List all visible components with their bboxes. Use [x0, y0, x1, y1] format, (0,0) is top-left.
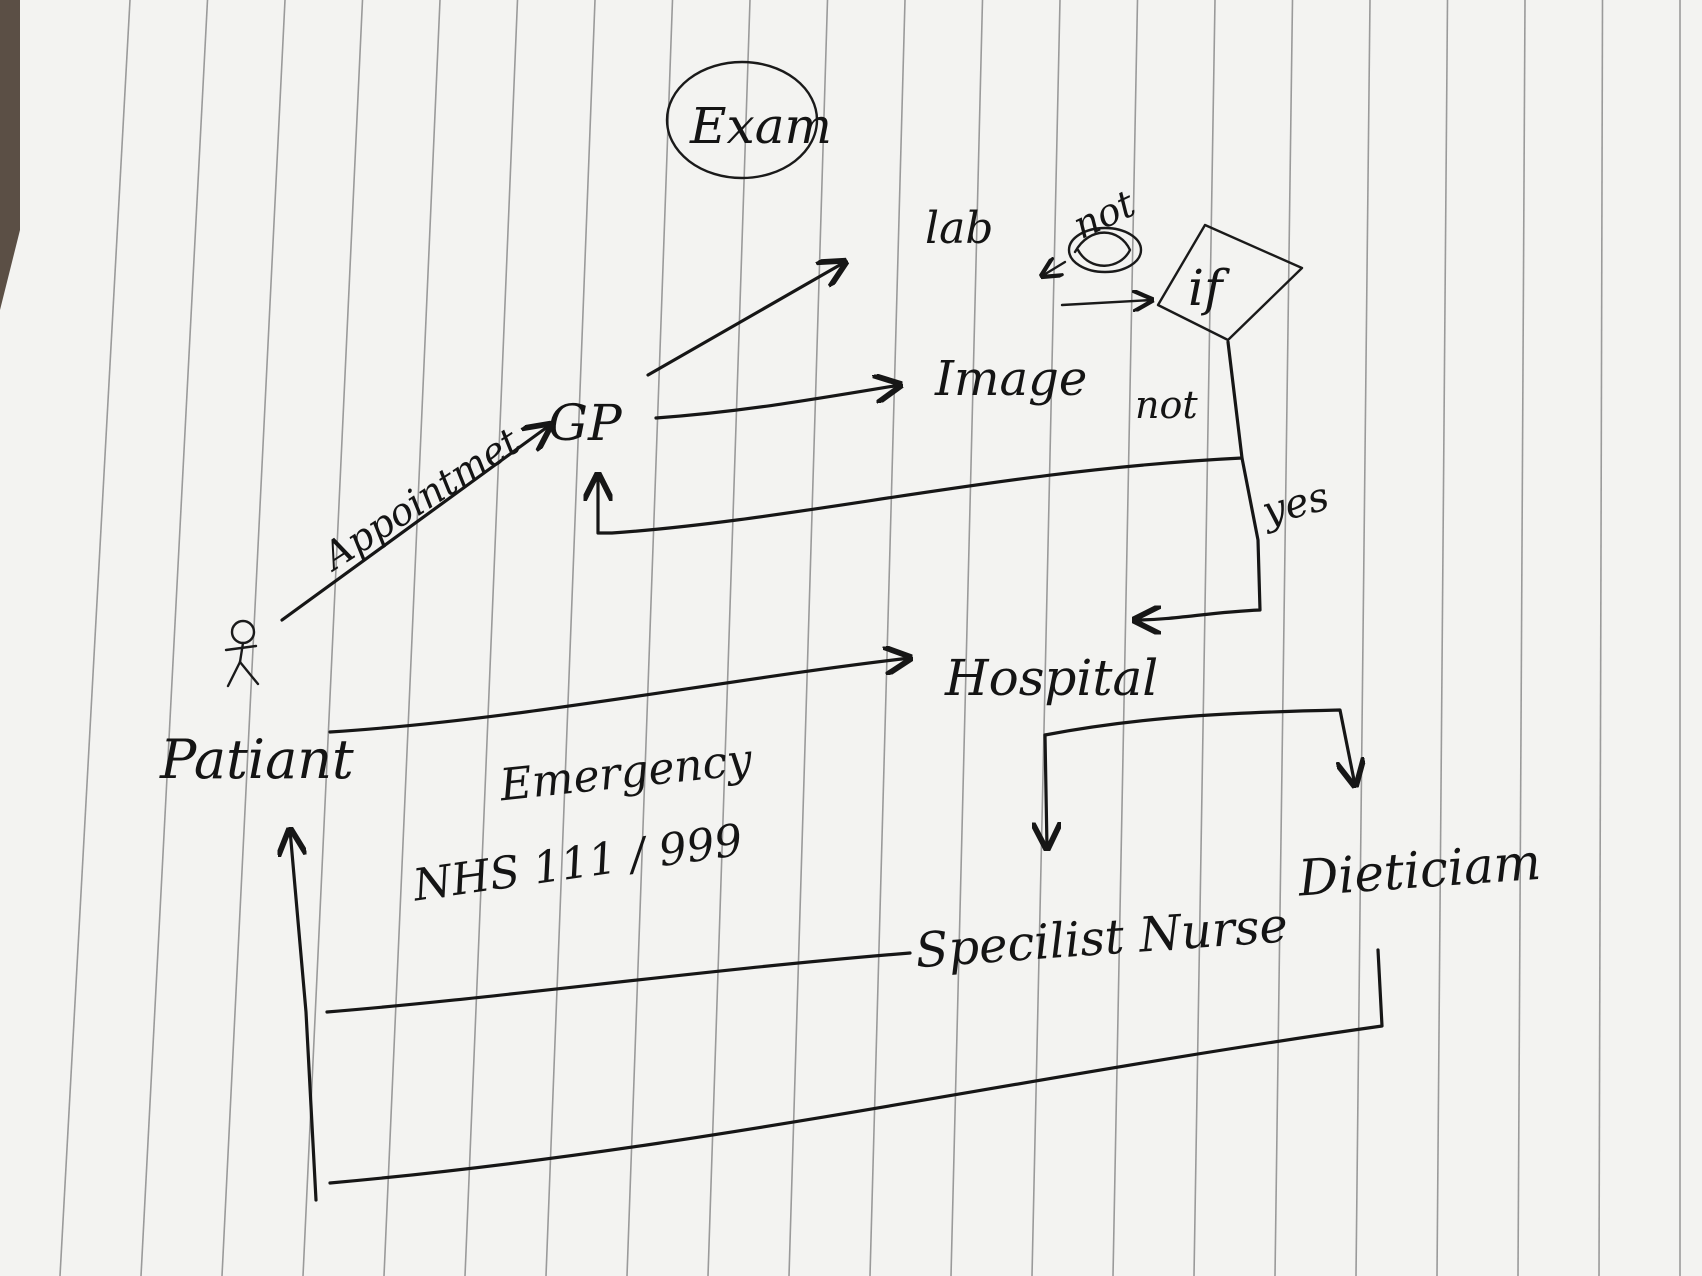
ruled-line	[1598, 0, 1604, 1276]
ruled-line	[1031, 0, 1061, 1276]
ruled-line	[464, 0, 519, 1276]
decision-diamond	[1156, 223, 1304, 342]
gp-label: GP	[548, 394, 623, 452]
ruled-line	[1436, 0, 1449, 1276]
ruled-line	[1355, 0, 1371, 1276]
patient-label: Patiant	[159, 728, 354, 791]
hospital-label: Hospital	[944, 649, 1158, 707]
ruled-line	[626, 0, 674, 1276]
ruled-line	[383, 0, 441, 1276]
ruled-line	[140, 0, 209, 1276]
gp-to-lab-arrow	[646, 262, 845, 377]
patient-figure-icon	[224, 619, 260, 688]
ruled-line	[788, 0, 829, 1276]
image-label: Image	[934, 351, 1087, 407]
ruled-line	[950, 0, 984, 1276]
not-arrow	[1042, 262, 1067, 276]
hospital-to-dietitian-arrow	[1043, 708, 1355, 785]
nurse-return-line	[325, 951, 912, 1014]
not-loop-to-gp	[598, 340, 1244, 535]
yes-to-hospital-arrow	[1135, 456, 1262, 620]
patient-to-hospital-arrow	[328, 658, 910, 734]
patient-to-gp-arrow	[280, 425, 550, 622]
hospital-to-nurse-arrow	[1045, 733, 1047, 848]
lab-label: lab	[925, 203, 993, 254]
ruled-line	[869, 0, 906, 1276]
ruled-line	[1193, 0, 1216, 1276]
ruled-line	[302, 0, 364, 1276]
ruled-line	[545, 0, 596, 1276]
ruled-line	[1517, 0, 1526, 1276]
not-right-label: not	[1135, 383, 1198, 427]
ruled-line	[1274, 0, 1294, 1276]
ruled-lines	[59, 0, 1681, 1276]
exam-label: Exam	[689, 97, 832, 155]
ruled-line	[59, 0, 131, 1276]
return-to-patient-arrow	[290, 830, 318, 1202]
to-decision-arrow	[1060, 300, 1152, 305]
ruled-line	[1112, 0, 1139, 1276]
ruled-line	[707, 0, 751, 1276]
dietitian-return-line	[328, 948, 1384, 1185]
scribble-mark	[1067, 226, 1143, 274]
exam-circle	[665, 60, 819, 180]
gp-to-image-arrow	[654, 385, 900, 420]
